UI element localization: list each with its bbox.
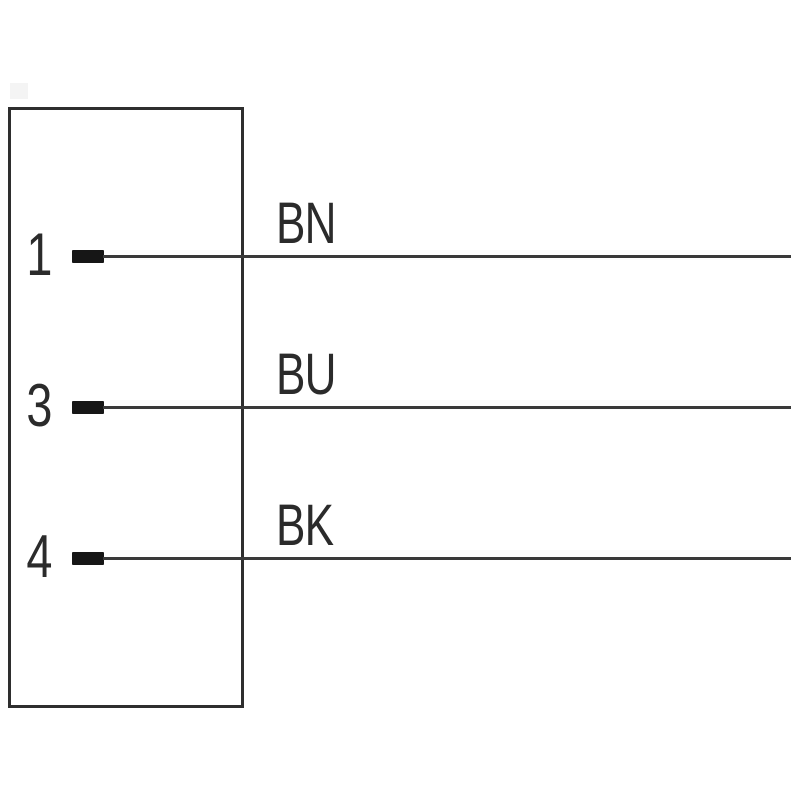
scan-artifact	[10, 83, 28, 99]
wire-color-label: BN	[276, 191, 336, 256]
pin-terminal	[72, 250, 104, 263]
pin-number: 3	[26, 372, 52, 439]
wire-color-label: BK	[276, 493, 334, 558]
pin-terminal	[72, 552, 104, 565]
wire-line	[103, 255, 791, 258]
pin-number: 4	[26, 523, 52, 590]
pin-terminal	[72, 401, 104, 414]
wire-line	[103, 557, 791, 560]
pin-number: 1	[26, 221, 52, 288]
wire-line	[103, 406, 791, 409]
wire-color-label: BU	[276, 342, 336, 407]
